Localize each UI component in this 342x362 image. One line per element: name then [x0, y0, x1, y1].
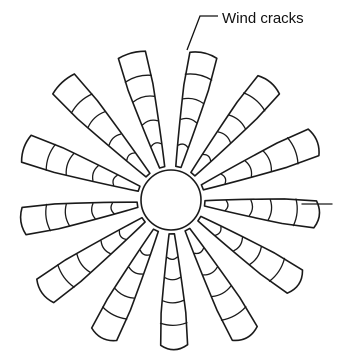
- petal-outline: [22, 135, 140, 191]
- growth-ring-segment: [127, 153, 135, 160]
- growth-ring-segment: [92, 204, 95, 219]
- petal-outline: [201, 129, 319, 190]
- growth-ring-segment: [143, 120, 158, 125]
- growth-ring-segment: [93, 166, 98, 180]
- growth-ring-segment: [234, 238, 242, 251]
- growth-ring-segment: [115, 289, 134, 299]
- petal-outline: [191, 76, 280, 176]
- growth-ring-segment: [246, 161, 252, 176]
- annotation-label: Wind cracks: [222, 10, 304, 27]
- growth-ring-segment: [65, 204, 69, 225]
- growth-ring-segment: [293, 199, 297, 226]
- growth-ring-segment: [216, 227, 221, 235]
- pith-circle: [141, 170, 201, 230]
- growth-ring-segment: [178, 144, 187, 147]
- growth-ring-segment: [125, 75, 151, 82]
- growth-ring-segment: [270, 258, 285, 281]
- growth-ring-segment: [218, 132, 230, 142]
- growth-ring-segment: [204, 267, 218, 275]
- annotation-leader-line: [187, 16, 218, 50]
- growth-ring-segment: [113, 175, 117, 185]
- growth-ring-segment: [88, 112, 105, 127]
- growth-ring-segment: [183, 98, 203, 103]
- growth-ring-segment: [195, 248, 204, 253]
- growth-ring-segment: [225, 201, 228, 211]
- growth-ring-segment: [161, 323, 187, 326]
- growth-ring-segment: [167, 257, 177, 259]
- petals-group: [21, 51, 320, 350]
- growth-ring-segment: [46, 204, 51, 230]
- growth-ring-segment: [163, 300, 184, 302]
- growth-ring-segment: [185, 74, 211, 80]
- growth-ring-segment: [165, 277, 180, 279]
- growth-ring-segment: [181, 118, 196, 122]
- growth-ring-segment: [263, 151, 271, 171]
- growth-ring-segment: [111, 203, 114, 213]
- growth-ring-segment: [101, 241, 110, 254]
- growth-ring-segment: [77, 254, 90, 272]
- growth-ring-segment: [268, 200, 271, 220]
- growth-ring-segment: [221, 174, 225, 183]
- growth-ring-segment: [119, 231, 125, 239]
- growth-ring-segment: [58, 265, 74, 288]
- annotation: Wind cracks: [187, 10, 304, 50]
- growth-ring-segment: [244, 93, 265, 111]
- growth-ring-segment: [250, 200, 253, 215]
- growth-ring-segment: [71, 94, 92, 113]
- growth-ring-segment: [140, 250, 149, 255]
- petal-outline: [185, 228, 257, 340]
- petal-outline: [161, 234, 188, 350]
- growth-ring-segment: [133, 96, 154, 102]
- growth-ring-segment: [229, 115, 245, 129]
- growth-ring-segment: [151, 143, 161, 147]
- petal-outline: [198, 216, 303, 293]
- petal-outline: [118, 51, 164, 168]
- growth-ring-segment: [288, 138, 299, 164]
- growth-ring-segment: [46, 145, 55, 171]
- growth-ring-segment: [250, 247, 261, 264]
- growth-ring-segment: [203, 154, 210, 160]
- growth-ring-segment: [212, 286, 231, 296]
- growth-ring-segment: [66, 154, 73, 175]
- growth-ring-segment: [103, 307, 127, 319]
- growth-ring-segment: [129, 267, 142, 274]
- petal-outline: [176, 52, 217, 168]
- growth-ring-segment: [222, 307, 246, 321]
- growth-ring-segment: [109, 134, 121, 145]
- petal-outline: [53, 74, 150, 177]
- petal-outline: [205, 199, 320, 228]
